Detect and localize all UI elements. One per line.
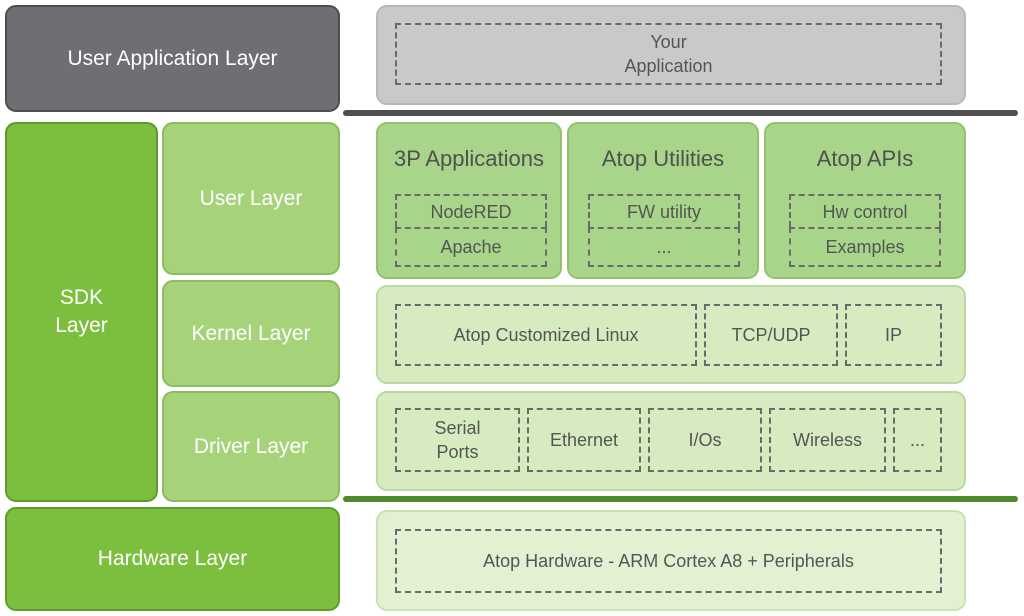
driver-item-more: ... <box>893 408 942 472</box>
driver-item-wireless: Wireless <box>769 408 886 472</box>
separator-top <box>343 110 1018 116</box>
list-item: Apache <box>395 227 547 267</box>
hardware-item: Atop Hardware - ARM Cortex A8 + Peripher… <box>395 529 942 593</box>
driver-layer-label: Driver Layer <box>193 434 309 458</box>
group-title: 3P Applications <box>393 146 545 171</box>
driver-item-ios: I/Os <box>648 408 762 472</box>
hardware-layer-block: Hardware Layer <box>5 507 340 611</box>
hardware-panel: Atop Hardware - ARM Cortex A8 + Peripher… <box>376 510 966 611</box>
driver-item-serial-ports: Serial Ports <box>395 408 520 472</box>
driver-layer-block: Driver Layer <box>162 391 340 502</box>
kernel-panel: Atop Customized Linux TCP/UDP IP <box>376 285 966 384</box>
group-title: Atop Utilities <box>601 146 725 171</box>
your-application-box: Your Application <box>395 23 942 85</box>
sdk-layer-block: SDK Layer <box>5 122 158 502</box>
list-item: Hw control <box>789 194 941 227</box>
user-application-layer-label: User Application Layer <box>67 46 278 70</box>
user-application-layer-block: User Application Layer <box>5 5 340 112</box>
user-layer-block: User Layer <box>162 122 340 275</box>
list-item: Examples <box>789 227 941 267</box>
group-title: Atop APIs <box>816 146 914 171</box>
group-atop-apis: Atop APIs Hw control Examples <box>764 122 966 279</box>
kernel-item-tcp-udp: TCP/UDP <box>704 304 838 366</box>
your-application-panel: Your Application <box>376 5 966 105</box>
list-item: FW utility <box>588 194 740 227</box>
driver-panel: Serial Ports Ethernet I/Os Wireless ... <box>376 391 966 491</box>
list-item: NodeRED <box>395 194 547 227</box>
kernel-layer-label: Kernel Layer <box>191 321 311 345</box>
group-atop-utilities: Atop Utilities FW utility ... <box>567 122 759 279</box>
group-3p-applications: 3P Applications NodeRED Apache <box>376 122 562 279</box>
list-item: ... <box>588 227 740 267</box>
hardware-layer-label: Hardware Layer <box>97 547 248 570</box>
kernel-item-linux: Atop Customized Linux <box>395 304 697 366</box>
kernel-layer-block: Kernel Layer <box>162 280 340 387</box>
kernel-item-ip: IP <box>845 304 942 366</box>
driver-item-ethernet: Ethernet <box>527 408 641 472</box>
user-layer-label: User Layer <box>199 186 303 210</box>
sdk-layer-label: SDK Layer <box>55 286 108 337</box>
separator-bottom <box>343 496 1018 502</box>
